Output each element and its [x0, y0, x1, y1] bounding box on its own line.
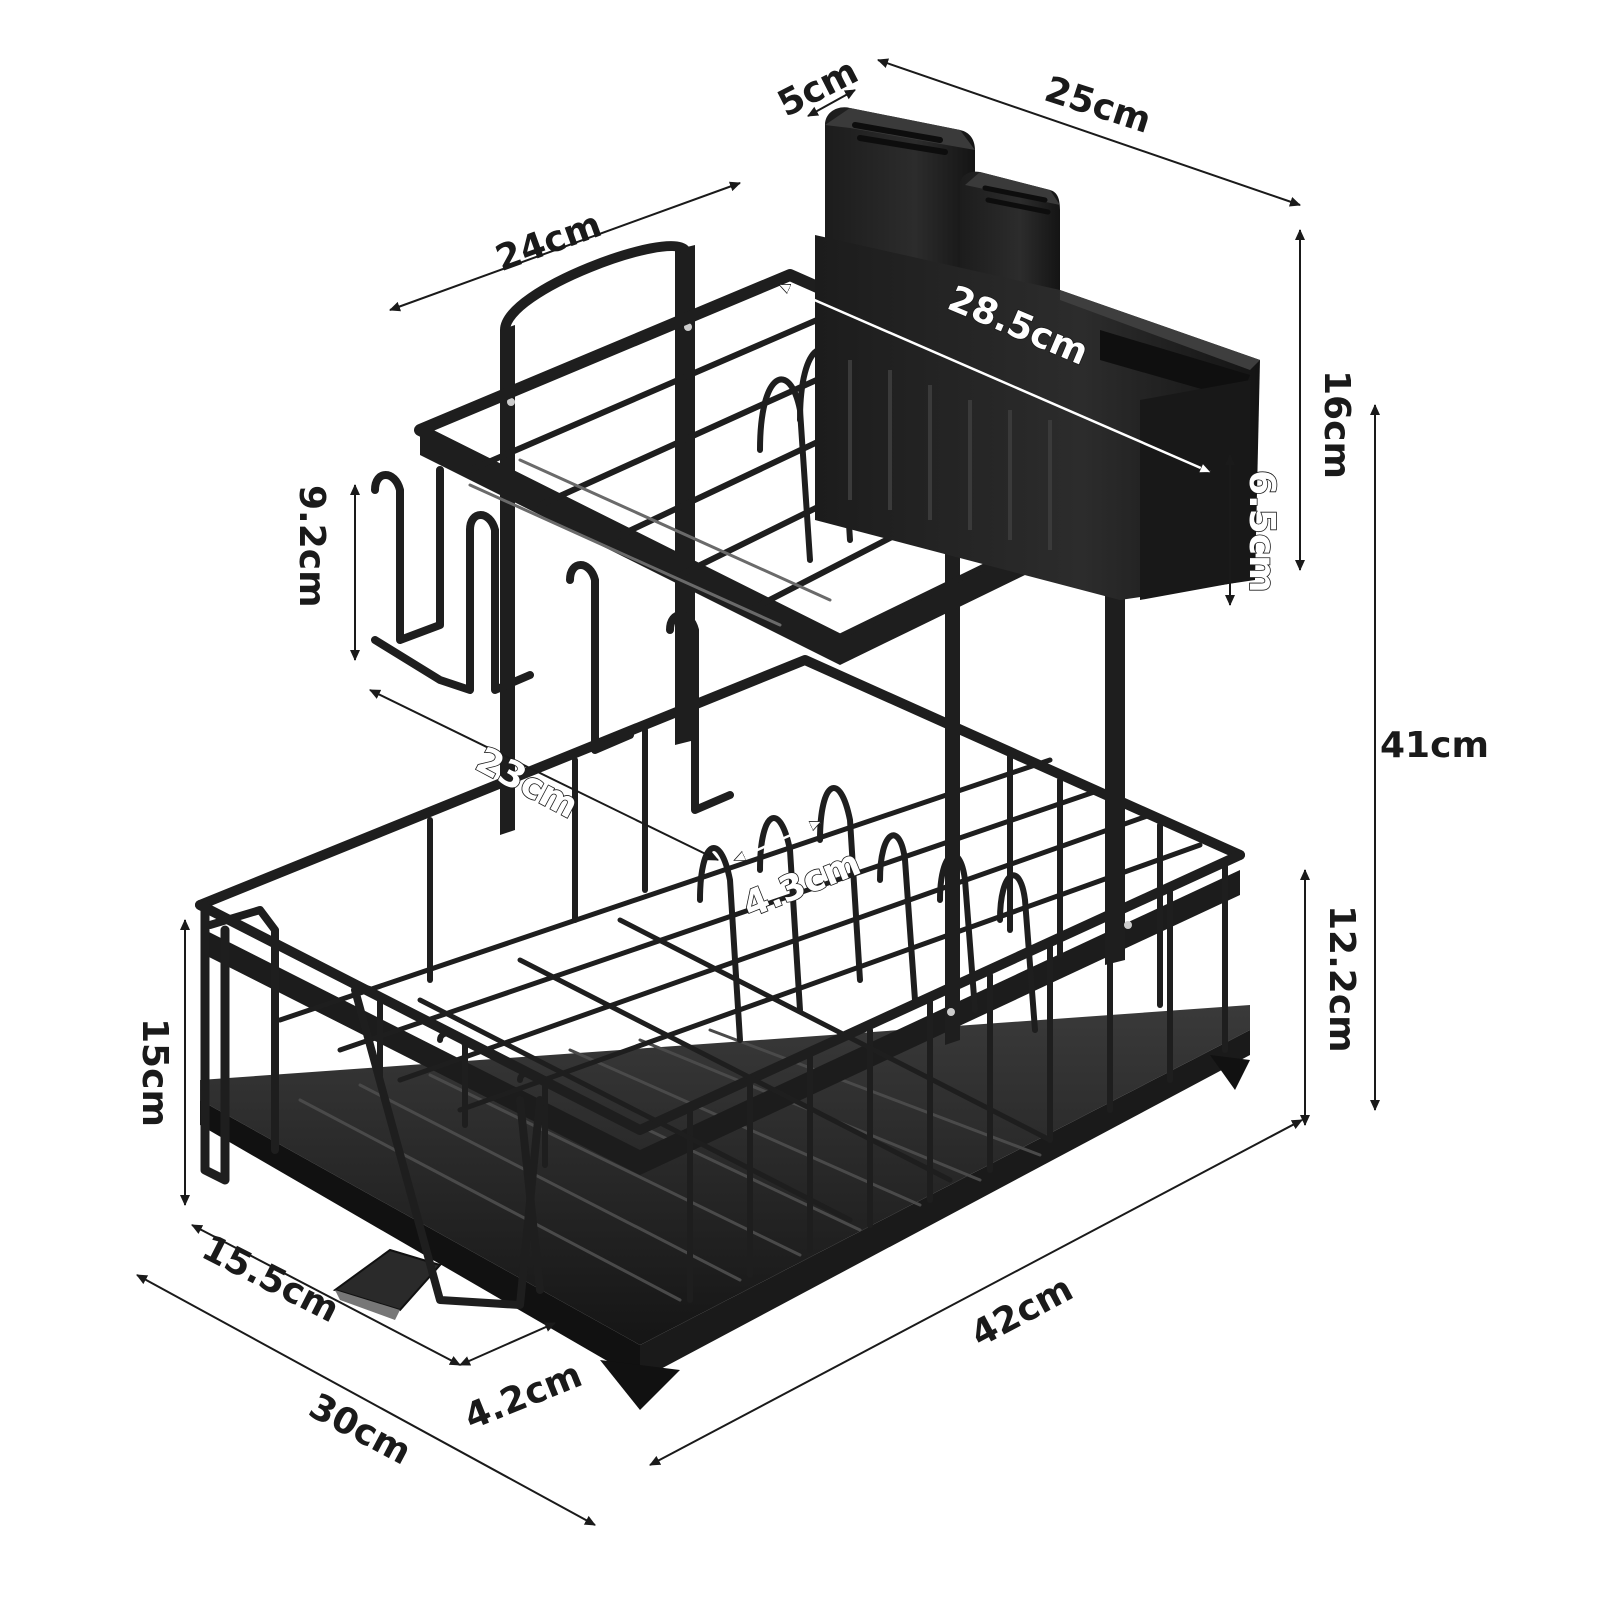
dim-label-4-2cm: 4.2cm	[459, 1354, 588, 1438]
drain-spout	[332, 1248, 442, 1320]
dim-label-16cm: 16cm	[1316, 370, 1357, 479]
dim-label-6-5cm: 6.5cm	[1241, 470, 1282, 593]
dim-label-25cm: 25cm	[1040, 69, 1156, 142]
dim-label-4-3cm: 4.3cm	[737, 842, 866, 926]
dim-label-12-2cm: 12.2cm	[1321, 905, 1362, 1053]
dim-label-15cm: 15cm	[134, 1018, 175, 1127]
dim-label-42cm: 42cm	[964, 1268, 1079, 1355]
dim-label-41cm: 41cm	[1380, 725, 1489, 766]
dimension-annotations: 5cm 25cm 24cm 28.5cm 16cm 6.5cm 9.2cm 41…	[134, 51, 1489, 1526]
dim-label-9-2cm: 9.2cm	[291, 485, 332, 608]
dim-label-15-5cm: 15.5cm	[195, 1228, 345, 1332]
dim-label-30cm: 30cm	[302, 1386, 417, 1473]
cup-holder-hooks	[371, 466, 734, 814]
